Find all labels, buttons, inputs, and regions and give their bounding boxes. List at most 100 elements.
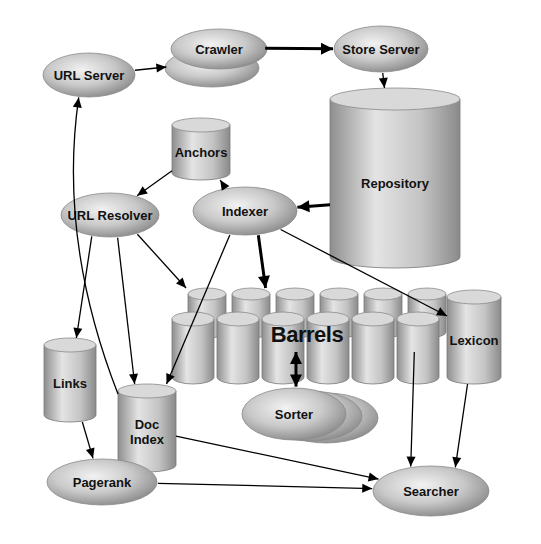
node-label: Crawler <box>195 42 243 57</box>
arrow-head <box>368 473 379 482</box>
text-area: Searcher <box>372 465 490 517</box>
node-label: Doc Index <box>118 417 176 447</box>
connector-line <box>281 230 447 316</box>
arrow-head <box>137 186 148 195</box>
arrow-head <box>258 275 270 288</box>
connector-arrow <box>176 436 379 481</box>
process-ellipse: URL Resolver <box>60 192 160 238</box>
node-label: Barrels <box>271 323 343 347</box>
node-label: Sorter <box>275 407 313 422</box>
text-area: Indexer <box>192 186 298 236</box>
node-outline <box>164 28 268 88</box>
arrow-head <box>297 200 309 212</box>
arrow-head <box>86 447 95 458</box>
connector-line <box>265 47 333 50</box>
arrow-head <box>129 374 138 384</box>
process-ellipse: Pagerank <box>46 458 158 506</box>
storage-cylinder: Lexicon <box>447 290 501 384</box>
process-stack: Crawler <box>164 28 268 88</box>
storage-cylinder: Doc Index <box>118 384 176 472</box>
connector-line <box>82 422 93 458</box>
arrow-head <box>379 78 388 88</box>
connector-arrow <box>297 200 330 212</box>
connector-arrow <box>137 171 172 196</box>
text-area: Pagerank <box>46 458 158 506</box>
connector-arrow <box>281 230 447 316</box>
arrow-head <box>166 373 174 384</box>
connector-line <box>135 67 166 70</box>
connector-line <box>220 180 225 188</box>
connector-arrow <box>82 422 94 458</box>
connector-arrow <box>407 352 416 467</box>
connector-arrow <box>158 483 372 493</box>
connector-line <box>158 483 372 488</box>
process-ellipse: Store Server <box>333 25 429 73</box>
connector-arrow <box>166 235 230 384</box>
connector-arrow <box>220 180 229 191</box>
connector-arrow <box>379 73 388 88</box>
node-label: Lexicon <box>449 333 498 348</box>
connector-arrow <box>290 352 302 387</box>
connector-line <box>411 352 415 467</box>
node-label: URL Server <box>54 68 125 83</box>
connector-line <box>258 235 265 288</box>
arrow-head <box>176 278 186 288</box>
arrow-head <box>156 64 166 73</box>
process-stack: Sorter <box>240 386 380 444</box>
connector-arrow <box>452 384 467 467</box>
connector-line <box>295 352 298 387</box>
connector-arrow <box>265 43 333 55</box>
node-label: Links <box>53 376 87 391</box>
storage-cylinder: Links <box>44 338 96 422</box>
text-area: Store Server <box>333 25 429 73</box>
connector-arrow <box>137 234 186 288</box>
text-area: URL Server <box>42 52 136 98</box>
text-area: Links <box>44 352 96 415</box>
connector-arrow <box>135 64 166 73</box>
arrow-head <box>321 43 333 55</box>
arrow-head <box>407 456 416 466</box>
node-label: Store Server <box>342 42 419 57</box>
text-area: Sorter <box>242 388 346 440</box>
arrow-head <box>290 352 302 364</box>
connector-line <box>137 234 186 288</box>
node-label: Searcher <box>403 484 459 499</box>
connector-arrow <box>258 235 270 288</box>
connector-line <box>176 436 379 479</box>
arrow-head <box>73 97 82 108</box>
arrow-head <box>436 307 447 316</box>
connector-line <box>383 73 385 88</box>
node-label: URL Resolver <box>67 208 152 223</box>
connector-line <box>167 235 230 384</box>
process-ellipse: URL Server <box>42 52 136 98</box>
text-area: Crawler <box>170 29 268 69</box>
text-area: URL Resolver <box>60 192 160 238</box>
arrow-head <box>290 375 302 387</box>
node-label: Repository <box>361 176 429 191</box>
text-area: Barrels <box>172 310 442 360</box>
storage-cylinder: Anchors <box>172 118 230 180</box>
connector-line <box>73 97 118 394</box>
connector-line <box>118 238 135 384</box>
text-area: Anchors <box>172 132 230 173</box>
node-label: Pagerank <box>73 475 132 490</box>
storage-group: Barrels <box>172 288 442 386</box>
connector-line <box>455 384 467 467</box>
text-area: Doc Index <box>118 398 176 465</box>
connector-line <box>76 236 91 338</box>
connector-arrow <box>73 97 118 394</box>
text-area: Lexicon <box>447 304 501 377</box>
node-label: Anchors <box>175 145 228 160</box>
arrow-head <box>362 484 372 493</box>
storage-cylinder: Repository <box>330 88 460 268</box>
node-label: Indexer <box>222 204 268 219</box>
connector-arrow <box>118 238 138 384</box>
text-area: Repository <box>330 110 460 257</box>
arrow-head <box>220 180 229 191</box>
connector-line <box>297 205 330 207</box>
connector-arrow <box>73 236 91 338</box>
arrow-head <box>73 327 82 338</box>
arrow-head <box>452 457 461 468</box>
